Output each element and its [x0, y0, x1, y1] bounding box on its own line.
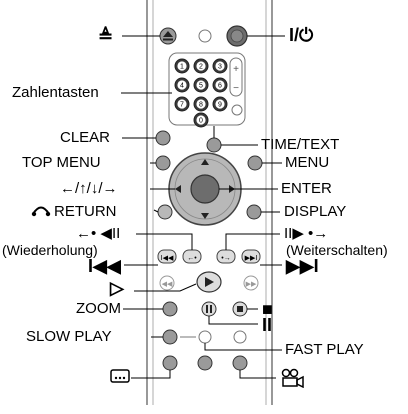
pause-button[interactable] — [201, 301, 217, 317]
slow-play-label: SLOW PLAY — [26, 328, 112, 345]
play-button[interactable] — [196, 271, 222, 293]
subtitle-button[interactable] — [162, 355, 178, 371]
rocker-plus: + — [233, 64, 239, 75]
svg-text:▶▶: ▶▶ — [246, 281, 257, 288]
fast-play-label: FAST PLAY — [285, 341, 364, 358]
small-right-button[interactable] — [233, 330, 247, 344]
dpad-left-arrow-icon[interactable] — [175, 185, 181, 193]
transport-row: I◀◀ ←• •→ ▶▶I — [157, 249, 261, 264]
svg-text:•→: •→ — [221, 255, 230, 262]
dpad-down-arrow-icon[interactable] — [201, 213, 209, 219]
time-text-button[interactable] — [206, 137, 222, 153]
number-keypad: 1 2 3 4 5 6 7 8 9 0 — [174, 58, 228, 128]
advance-symbol: II▶ •→ — [284, 225, 329, 242]
clear-label: CLEAR — [60, 129, 111, 146]
display-button[interactable] — [246, 204, 262, 220]
dpad-up-arrow-icon[interactable] — [201, 159, 209, 165]
clear-button[interactable] — [155, 130, 171, 146]
scan-forward-button[interactable] — [243, 275, 259, 291]
number-button-label: 0 — [199, 118, 203, 125]
callout-lines — [121, 35, 285, 379]
number-button-3[interactable]: 3 — [212, 58, 228, 74]
number-button-label: 1 — [180, 64, 184, 71]
number-button-label: 7 — [180, 102, 184, 109]
svg-text:◀◀: ◀◀ — [162, 281, 173, 288]
eject-button[interactable] — [159, 27, 177, 45]
number-button-9[interactable]: 9 — [212, 96, 228, 112]
replay-text: (Wiederholung) — [2, 242, 98, 258]
stop-button[interactable] — [232, 301, 248, 317]
number-button-4[interactable]: 4 — [174, 77, 190, 93]
enter-label: ENTER — [281, 180, 332, 197]
pause-label: II — [262, 315, 273, 335]
number-button-label: 9 — [218, 102, 222, 109]
number-button-6[interactable]: 6 — [212, 77, 228, 93]
enter-button[interactable] — [190, 174, 220, 204]
number-buttons-label: Zahlentasten — [12, 84, 99, 101]
advance-text: (Weiterschalten) — [286, 242, 388, 258]
menu-button[interactable] — [247, 155, 263, 171]
stop-label: ■ — [262, 299, 273, 319]
angle-icon — [280, 368, 306, 393]
number-button-label: 6 — [218, 83, 222, 90]
small-round-button[interactable] — [231, 104, 243, 116]
audio-button[interactable] — [197, 355, 213, 371]
return-label: RETURN — [54, 203, 117, 220]
play-label: ▷ — [110, 278, 124, 298]
replay-symbol: ←• ◀II — [76, 225, 121, 242]
number-button-label: 2 — [199, 64, 203, 71]
slow-play-button[interactable] — [162, 329, 178, 345]
number-button-2[interactable]: 2 — [193, 58, 209, 74]
fast-play-button[interactable] — [198, 330, 212, 344]
number-button-label: 3 — [218, 64, 222, 71]
number-button-0[interactable]: 0 — [193, 112, 209, 128]
eject-label: ≜ — [98, 26, 114, 46]
scan-back-button[interactable] — [159, 275, 175, 291]
zoom-button[interactable] — [162, 301, 178, 317]
next-label: ▶▶I — [286, 256, 319, 276]
volume-rocker[interactable]: + − — [229, 57, 243, 97]
rocker-minus: − — [233, 83, 239, 94]
prev-button[interactable] — [157, 249, 177, 264]
angle-button[interactable] — [232, 355, 248, 371]
svg-text:←•: ←• — [187, 255, 197, 262]
top-menu-button[interactable] — [155, 155, 171, 171]
number-button-8[interactable]: 8 — [193, 96, 209, 112]
zoom-label: ZOOM — [76, 300, 121, 317]
menu-label: MENU — [285, 154, 330, 171]
number-button-label: 4 — [180, 83, 184, 90]
power-button[interactable] — [226, 25, 248, 47]
svg-text:▶▶I: ▶▶I — [245, 255, 258, 262]
number-button-1[interactable]: 1 — [174, 58, 190, 74]
subtitle-icon — [110, 369, 130, 390]
number-button-7[interactable]: 7 — [174, 96, 190, 112]
number-button-label: 5 — [199, 83, 203, 90]
prev-label: I◀◀ — [88, 256, 121, 276]
number-button-5[interactable]: 5 — [193, 77, 209, 93]
time-text-label: TIME/TEXT — [261, 136, 340, 153]
power-label: I/⏻ — [289, 25, 314, 45]
number-button-label: 8 — [199, 102, 203, 109]
small-top-button[interactable] — [198, 29, 212, 43]
return-button[interactable] — [157, 204, 173, 220]
display-label: DISPLAY — [284, 203, 347, 220]
arrows-label: ←/↑/↓/→ — [60, 180, 118, 197]
return-icon — [30, 203, 52, 222]
next-button[interactable] — [241, 249, 261, 264]
svg-text:I◀◀: I◀◀ — [161, 255, 174, 262]
top-menu-label: TOP MENU — [22, 154, 101, 171]
